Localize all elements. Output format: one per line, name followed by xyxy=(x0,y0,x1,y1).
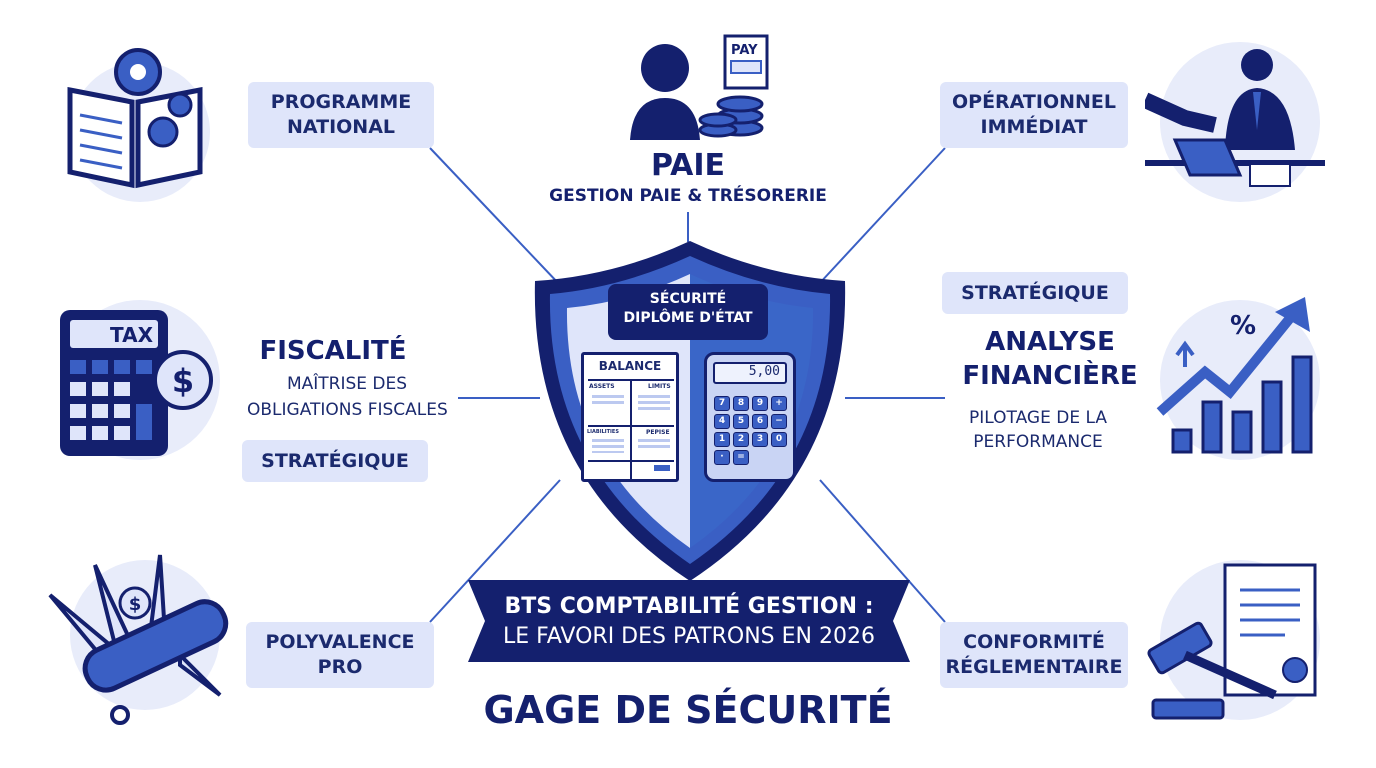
calculator-key: − xyxy=(771,414,787,429)
shield-badge: SÉCURITÉ DIPLÔME D'ÉTAT xyxy=(608,284,768,340)
badge-line-2: DIPLÔME D'ÉTAT xyxy=(623,309,753,326)
banner-ribbon xyxy=(468,580,910,662)
growth-chart-icon: % xyxy=(1156,297,1313,454)
pill-strategique-right: STRATÉGIQUE xyxy=(942,272,1128,314)
ledger-col: LIMITS xyxy=(648,383,671,390)
svg-text:$: $ xyxy=(172,362,194,400)
pill-text: POLYVALENCE xyxy=(265,631,415,654)
handshake-icon xyxy=(1145,49,1325,187)
calculator-key: 5 xyxy=(733,414,749,429)
pay-label: PAY xyxy=(731,43,758,58)
calculator-key: 1 xyxy=(714,432,730,447)
book-gears-icon xyxy=(67,48,203,189)
pill-text: PRO xyxy=(317,656,363,678)
analyse-title-2: FINANCIÈRE xyxy=(962,361,1138,391)
analyse-desc-1: PILOTAGE DE LA xyxy=(969,408,1107,428)
fiscalite-desc-1: MAÎTRISE DES xyxy=(286,374,408,394)
banner-line-2: LE FAVORI DES PATRONS EN 2026 xyxy=(503,624,875,649)
calculator-key: = xyxy=(733,450,749,465)
tax-calculator-icon: TAX $ xyxy=(60,310,213,456)
pill-text: CONFORMITÉ xyxy=(963,631,1105,654)
balance-ledger: BALANCE ASSETS LIMITS LIABILITIES PEPISE xyxy=(581,352,679,482)
badge-line-1: SÉCURITÉ xyxy=(649,291,727,307)
fiscalite-title: FISCALITÉ xyxy=(259,336,407,366)
pill-text: RÉGLEMENTAIRE xyxy=(945,656,1123,678)
calculator-key: + xyxy=(771,396,787,411)
footer-title: GAGE DE SÉCURITÉ xyxy=(483,688,893,732)
paie-title: PAIE xyxy=(650,148,726,183)
tax-label: TAX xyxy=(110,323,154,347)
calculator-key: · xyxy=(714,450,730,465)
calculator-key: 3 xyxy=(752,432,768,447)
banner-line-1: BTS COMPTABILITÉ GESTION : xyxy=(504,594,874,619)
calculator-key: 4 xyxy=(714,414,730,429)
pill-text: PROGRAMME xyxy=(270,91,412,114)
paie-subtitle: GESTION PAIE & TRÉSORERIE xyxy=(549,186,827,206)
ledger-col: LIABILITIES xyxy=(587,429,619,435)
calculator-key: 6 xyxy=(752,414,768,429)
pill-strategique-left: STRATÉGIQUE xyxy=(242,440,428,482)
ledger-title: BALANCE xyxy=(598,359,662,373)
analyse-title-1: ANALYSE xyxy=(985,327,1115,357)
svg-text:$: $ xyxy=(129,594,142,615)
calculator-display: 5,00 xyxy=(713,362,787,384)
pill-text: IMMÉDIAT xyxy=(980,116,1088,138)
pill-text: OPÉRATIONNEL xyxy=(952,91,1116,114)
ledger-col: PEPISE xyxy=(646,429,670,436)
calculator-key: 9 xyxy=(752,396,768,411)
fiscalite-desc-2: OBLIGATIONS FISCALES xyxy=(247,400,448,420)
payroll-icon: PAY xyxy=(630,34,769,140)
calculator-key: 8 xyxy=(733,396,749,411)
pill-text: NATIONAL xyxy=(286,116,396,138)
multitool-icon: $ xyxy=(48,554,229,725)
percent-label: % xyxy=(1230,311,1256,341)
analyse-desc-2: PERFORMANCE xyxy=(973,432,1103,452)
gavel-document-icon xyxy=(1147,563,1317,720)
calculator-key: 0 xyxy=(771,432,787,447)
calculator-key: 2 xyxy=(733,432,749,447)
calculator-key: 7 xyxy=(714,396,730,411)
ledger-col: ASSETS xyxy=(589,383,615,390)
